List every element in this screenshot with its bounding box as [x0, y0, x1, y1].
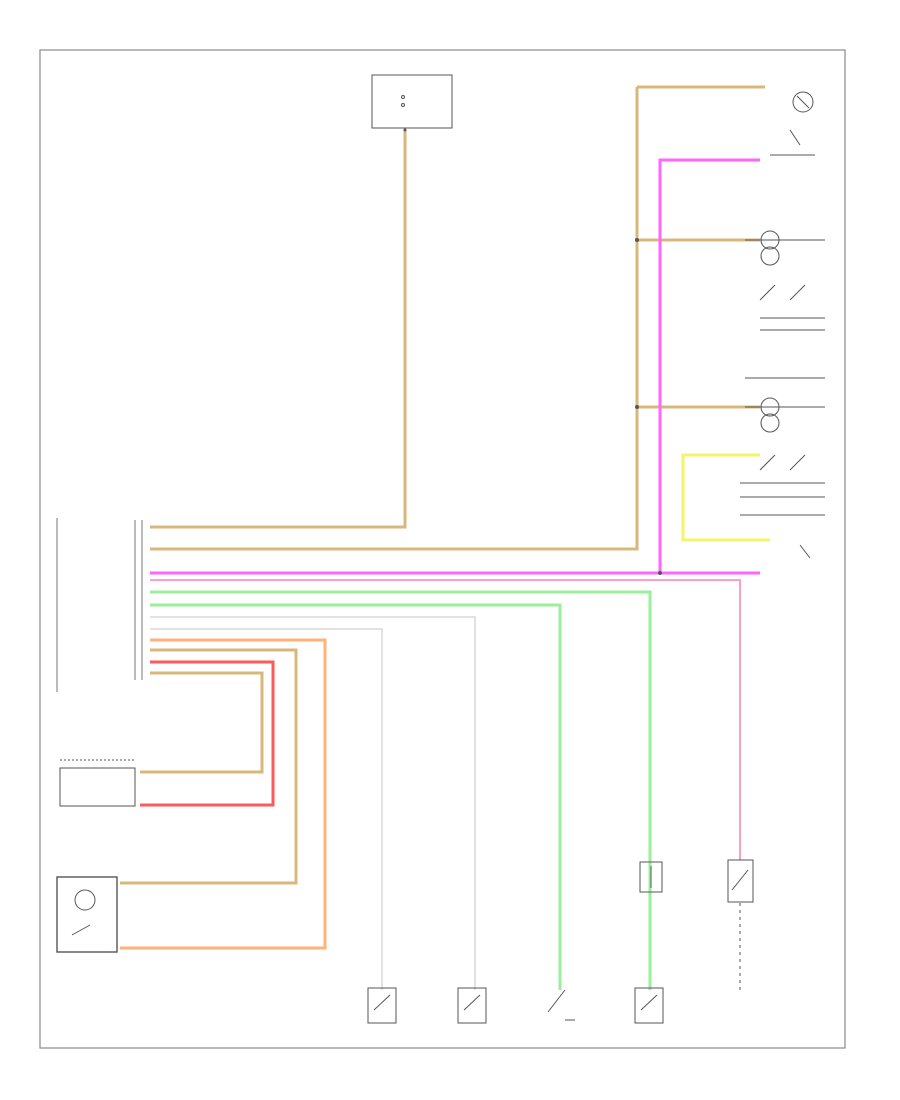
right-sensors [639, 859, 754, 990]
right-lamp-2 [745, 397, 825, 433]
bottom-switches [367, 987, 664, 1024]
right-lamp-1 [745, 230, 825, 266]
wire-gray-1 [150, 616, 476, 990]
switch-arm [789, 129, 801, 146]
switch-arm [789, 454, 806, 471]
junction-dot [635, 405, 639, 409]
wire-gray-2 [150, 628, 383, 990]
junction-dot [403, 128, 407, 132]
diagram-frame [39, 49, 846, 1049]
wire-tan-fuse-to-connector [150, 130, 407, 529]
fuse-block-box [371, 74, 453, 129]
lamp-icon [792, 91, 814, 113]
wire-tan-ignition [140, 671, 264, 774]
switch-arm [373, 994, 391, 1011]
wire-yellow [681, 453, 770, 542]
main-connector [56, 518, 143, 692]
switch-arm [799, 544, 811, 559]
top-fuse-block [371, 74, 453, 129]
switch-arm [463, 994, 481, 1011]
junction-dot [635, 238, 639, 242]
wire-tan-door [120, 648, 298, 885]
wire-tan-right-to-connector [150, 87, 639, 551]
wire-green-2 [150, 603, 562, 990]
switch-arm [759, 284, 776, 301]
bottom-switch-3 [547, 989, 566, 1013]
switch-arm [640, 994, 658, 1011]
right-top-lamp [770, 91, 815, 156]
junction-dot [658, 571, 662, 575]
sensor-box-1 [639, 861, 663, 893]
lamp-filament [796, 95, 810, 109]
sensor-box-2 [727, 859, 754, 903]
wire-green-1 [150, 590, 652, 990]
fuse-icon [401, 103, 405, 107]
door-switch [56, 876, 118, 953]
bottom-switch-4 [634, 987, 664, 1024]
door-switch-box [56, 876, 118, 953]
bottom-switch-1 [367, 987, 397, 1024]
switch-arm [759, 454, 776, 471]
door-lamp-icon [74, 889, 96, 911]
right-switch-2 [740, 454, 825, 559]
door-switch-arm [71, 924, 91, 936]
wire-lightpink-sensor [150, 579, 741, 860]
right-switch-1 [745, 284, 825, 379]
lamp-icon [760, 413, 780, 433]
wire-red [140, 660, 275, 807]
wire-pink-main [150, 158, 760, 575]
lamp-icon [760, 246, 780, 266]
junction-dots [403, 128, 662, 575]
ignition-switch [59, 759, 136, 807]
fuse-icon [401, 95, 405, 99]
switch-arm [789, 284, 806, 301]
ignition-box [59, 767, 136, 807]
wires [120, 85, 770, 990]
switch-arm [731, 869, 749, 891]
wire-orange [120, 638, 327, 950]
bottom-switch-2 [457, 987, 487, 1024]
